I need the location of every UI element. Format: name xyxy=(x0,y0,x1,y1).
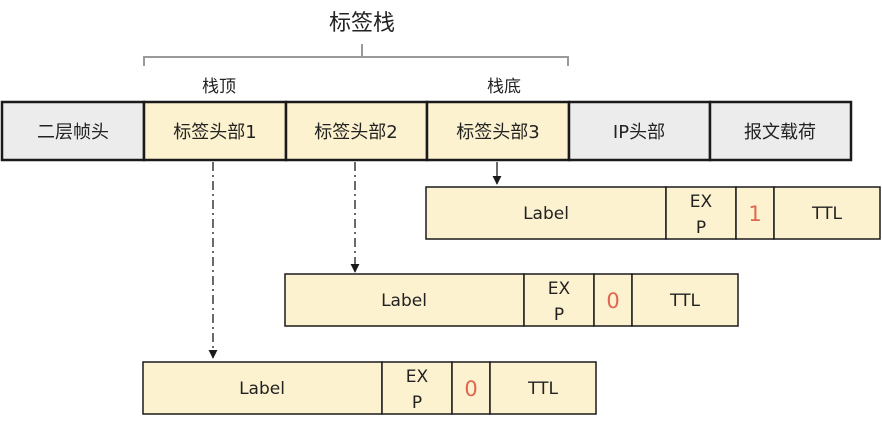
ttl-field-text: TTL xyxy=(527,379,558,399)
frame-segment-payload xyxy=(708,100,853,162)
exp-field-text: P xyxy=(554,305,564,325)
label-header-detail-3: Label EX P 1 TTL xyxy=(425,186,881,240)
stack-top-label: 栈顶 xyxy=(202,77,236,97)
label-header-detail-2: Label EX P 0 TTL xyxy=(284,273,739,327)
frame-segment-label-header-1 xyxy=(142,100,288,162)
s-bit-value: 0 xyxy=(606,289,619,313)
exp-field-text: P xyxy=(696,218,706,238)
ttl-field xyxy=(773,186,881,240)
ttl-field-text: TTL xyxy=(669,291,700,311)
frame-segment-label: 二层帧头 xyxy=(37,122,109,143)
exp-field xyxy=(665,186,737,240)
ttl-field-text: TTL xyxy=(811,204,842,224)
label-field-text: Label xyxy=(381,291,427,311)
stack-bracket xyxy=(143,44,569,66)
ttl-field xyxy=(489,361,597,415)
frame-row: 二层帧头 标签头部1 标签头部2 标签头部3 IP头部 报文载荷 xyxy=(0,100,853,162)
frame-segment-label: 报文载荷 xyxy=(744,122,816,143)
frame-segment-label-header-2 xyxy=(284,100,429,162)
exp-field-text: P xyxy=(412,393,422,413)
label-header-detail-1: Label EX P 0 TTL xyxy=(142,361,597,415)
stack-bottom-label: 栈底 xyxy=(487,77,521,97)
exp-field xyxy=(523,273,595,327)
label-field-text: Label xyxy=(239,379,285,399)
frame-segment-l2-header xyxy=(0,100,146,162)
frame-segment-label: 标签头部2 xyxy=(314,122,397,143)
ttl-field xyxy=(631,273,739,327)
label-field xyxy=(284,273,525,327)
frame-segment-label: 标签头部3 xyxy=(456,122,539,143)
exp-field-text: EX xyxy=(406,367,429,387)
label-field xyxy=(425,186,667,240)
s-bit-value: 1 xyxy=(748,202,761,226)
s-bit-value: 0 xyxy=(464,377,477,401)
frame-segment-label: 标签头部1 xyxy=(173,122,256,143)
label-field xyxy=(142,361,383,415)
exp-field-text: EX xyxy=(548,279,571,299)
s-bit-field xyxy=(735,186,775,240)
stack-title: 标签栈 xyxy=(329,11,395,36)
frame-segment-label: IP头部 xyxy=(613,122,665,143)
label-field-text: Label xyxy=(523,204,569,224)
s-bit-field xyxy=(593,273,633,327)
frame-segment-ip-header xyxy=(567,100,712,162)
exp-field-text: EX xyxy=(690,192,713,212)
